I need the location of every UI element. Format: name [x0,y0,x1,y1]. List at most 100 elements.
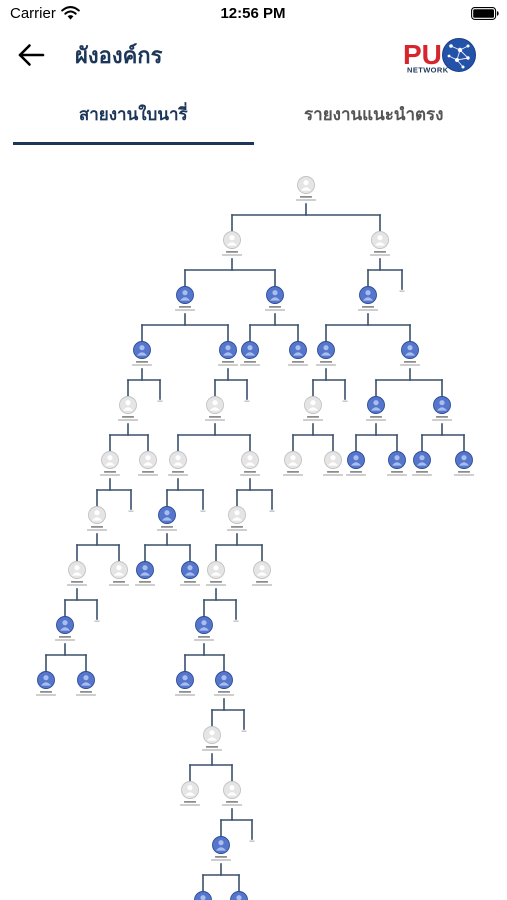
vacant-node[interactable] [67,561,87,586]
vacant-node[interactable] [222,231,242,256]
empty-slot[interactable] [94,620,100,622]
member-node[interactable] [400,341,420,366]
member-node[interactable] [316,341,336,366]
node-caption-line [168,474,188,476]
empty-slot[interactable] [244,400,250,402]
vacant-node[interactable] [168,451,188,476]
member-node[interactable] [76,671,96,696]
empty-slot[interactable] [249,840,255,842]
member-node[interactable] [432,396,452,421]
member-node[interactable] [240,341,260,366]
vacant-node[interactable] [303,396,323,421]
person-icon-head [201,620,207,626]
person-icon [207,730,217,741]
vacant-node[interactable] [202,726,222,751]
person-icon [437,400,447,411]
member-node[interactable] [175,286,195,311]
active-tab-indicator [13,142,254,145]
member-node[interactable] [180,561,200,586]
member-node[interactable] [358,286,378,311]
empty-slot-mark [200,510,206,512]
vacant-node[interactable] [100,451,120,476]
vacant-node[interactable] [323,451,343,476]
member-node[interactable] [36,671,56,696]
member-node[interactable] [346,451,366,476]
person-icon [363,290,373,301]
empty-slot[interactable] [399,290,405,292]
member-node[interactable] [412,451,432,476]
member-node[interactable] [387,451,407,476]
person-icon [371,400,381,411]
vacant-node[interactable] [138,451,158,476]
back-button[interactable] [14,40,50,70]
empty-slot[interactable] [157,400,163,402]
person-icon [227,785,237,796]
page-title: ผังองค์กร [75,43,163,68]
person-icon [293,345,303,356]
member-node[interactable] [218,341,238,366]
person-icon-body [375,242,385,246]
node-layer [36,176,474,900]
member-node[interactable] [229,891,249,900]
person-icon-body [41,682,51,686]
member-node[interactable] [175,671,195,696]
person-icon-head [182,675,188,681]
person-icon-body [308,407,318,411]
wifi-icon [61,6,80,20]
member-node[interactable] [157,506,177,531]
node-caption-line [142,471,154,473]
node-caption-line [296,199,316,201]
vacant-node[interactable] [283,451,303,476]
person-icon-body [459,462,469,466]
person-icon [137,345,147,356]
node-caption-line [135,584,155,586]
person-icon-head [310,400,316,406]
person-icon-body [140,572,150,576]
vacant-node[interactable] [296,176,316,201]
member-node[interactable] [135,561,155,586]
member-node[interactable] [214,671,234,696]
vacant-node[interactable] [222,781,242,806]
empty-slot[interactable] [233,620,239,622]
vacant-node[interactable] [87,506,107,531]
member-node[interactable] [132,341,152,366]
empty-slot[interactable] [269,510,275,512]
member-node[interactable] [211,836,231,861]
node-caption-line [222,361,234,363]
vacant-node[interactable] [109,561,129,586]
member-node[interactable] [288,341,308,366]
vacant-node[interactable] [370,231,390,256]
node-caption-line [416,471,428,473]
person-icon [180,290,190,301]
vacant-node[interactable] [240,451,260,476]
person-icon-head [175,455,181,461]
node-caption-line [370,416,382,418]
empty-slot[interactable] [200,510,206,512]
empty-slot[interactable] [128,510,134,512]
member-node[interactable] [454,451,474,476]
person-icon-head [377,235,383,241]
empty-slot[interactable] [241,730,247,732]
member-node[interactable] [194,616,214,641]
member-node[interactable] [265,286,285,311]
person-icon-head [83,675,89,681]
tab-bar: สายงานใบนารี่ รายงานแนะนำตรง [13,96,494,145]
node-caption-line [206,746,218,748]
member-node[interactable] [55,616,75,641]
person-icon-head [116,565,122,571]
vacant-node[interactable] [206,561,226,586]
tab-binary-line[interactable]: สายงานใบนารี่ [13,96,254,145]
org-chart-canvas [0,150,507,900]
vacant-node[interactable] [180,781,200,806]
member-node[interactable] [366,396,386,421]
node-caption-line [206,584,226,586]
tab-direct-referral[interactable]: รายงานแนะนำตรง [254,96,495,145]
vacant-node[interactable] [252,561,272,586]
vacant-node[interactable] [118,396,138,421]
vacant-node[interactable] [205,396,225,421]
empty-slot[interactable] [342,400,348,402]
vacant-node[interactable] [227,506,247,531]
member-node[interactable] [193,891,213,900]
node-caption-line [432,419,452,421]
person-icon-body [81,682,91,686]
